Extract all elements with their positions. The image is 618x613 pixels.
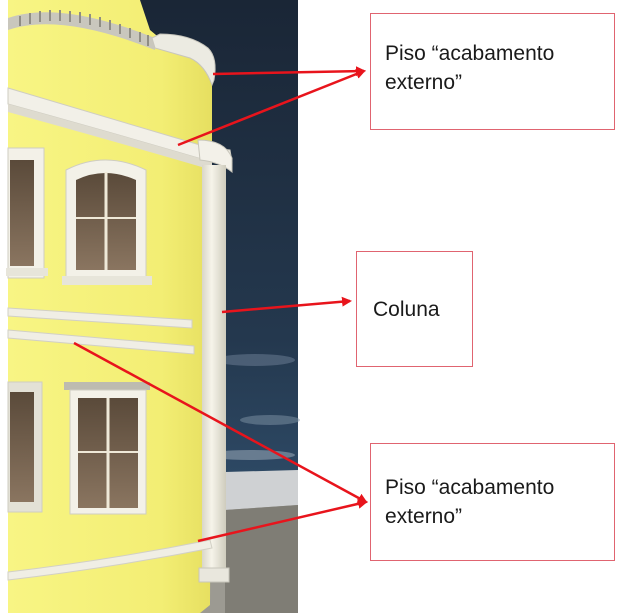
lower-window-right (64, 382, 150, 515)
callout-floor-finish-top: Piso “acabamento externo” (370, 13, 615, 130)
upper-window-right (62, 159, 152, 285)
callout-column-label: Coluna (373, 297, 440, 321)
upper-window-left (6, 147, 48, 279)
facade-wall (8, 0, 212, 613)
lower-window-left (7, 381, 43, 513)
corner-column (202, 165, 226, 575)
callout-floor-finish-top-label: Piso “acabamento externo” (385, 42, 555, 94)
callout-floor-finish-bottom-label: Piso “acabamento externo” (385, 476, 555, 528)
callout-floor-finish-bottom: Piso “acabamento externo” (370, 443, 615, 561)
callout-column: Coluna (356, 251, 473, 367)
